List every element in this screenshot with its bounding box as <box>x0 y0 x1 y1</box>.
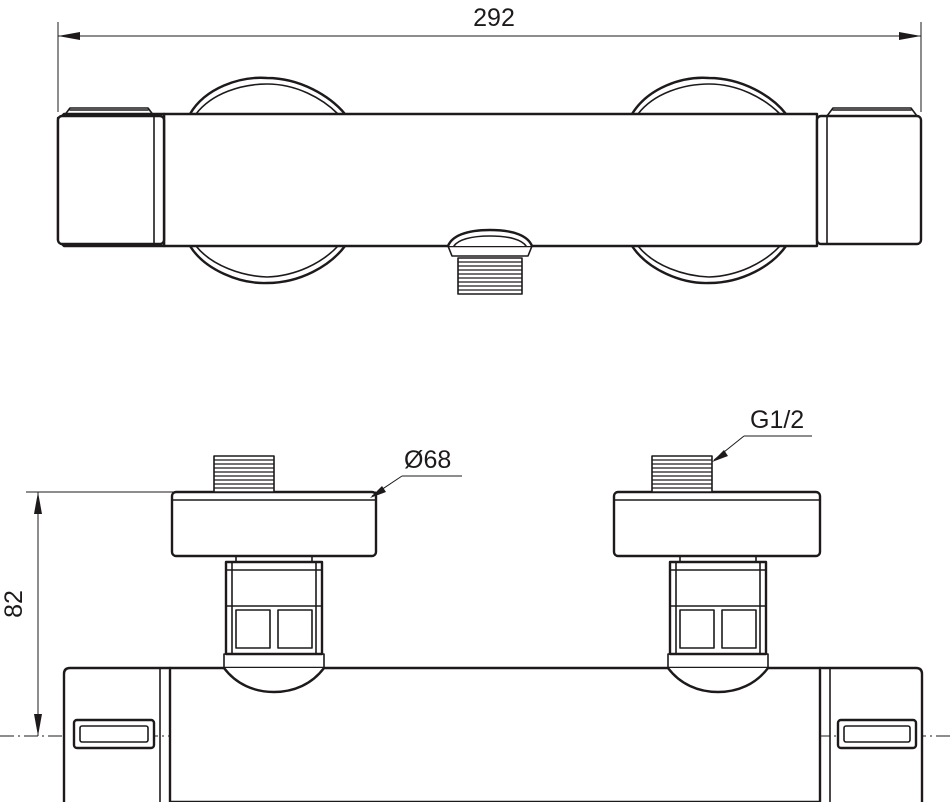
height-label: 82 <box>0 590 28 618</box>
diameter-label: Ø68 <box>404 446 451 474</box>
left-handle-window <box>72 718 156 750</box>
top-body <box>56 107 923 248</box>
top-outlet-thread <box>458 261 522 291</box>
right-handle-window <box>836 718 918 750</box>
top-view: 292 <box>56 4 923 295</box>
front-body <box>62 666 924 802</box>
diameter-callout: Ø68 <box>370 446 462 498</box>
left-disc <box>170 490 378 558</box>
width-dimension: 292 <box>57 4 922 112</box>
left-thread <box>213 455 275 493</box>
height-dimension: 82 <box>0 491 376 736</box>
top-outlet <box>446 228 534 295</box>
right-disc <box>612 490 822 558</box>
thread-callout: G1/2 <box>712 406 812 462</box>
right-wall-disc <box>630 76 788 285</box>
right-thread <box>651 455 713 493</box>
thread-label: G1/2 <box>750 406 804 434</box>
width-label: 292 <box>473 4 515 32</box>
front-view: 82 <box>0 406 951 802</box>
left-wall-disc <box>188 76 347 285</box>
left-connector <box>222 555 326 694</box>
right-connector <box>666 555 770 694</box>
